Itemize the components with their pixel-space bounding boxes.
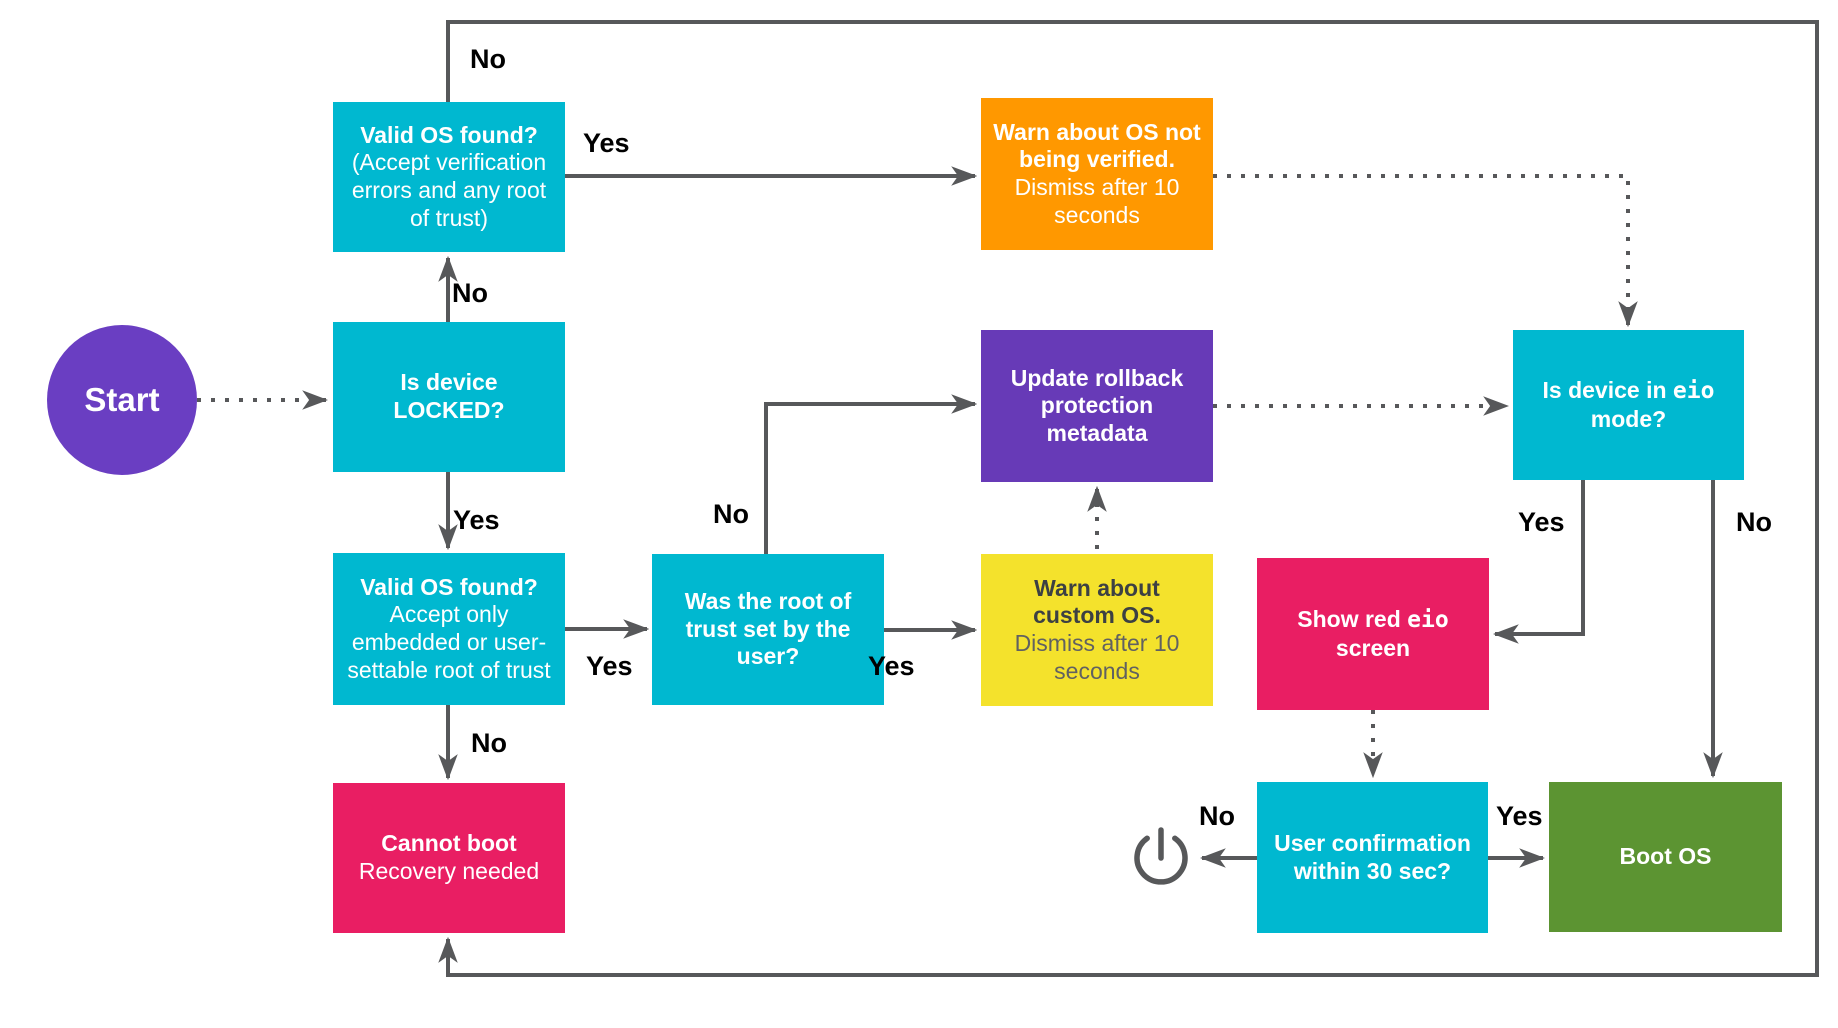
eio-mono-text: eio <box>1407 606 1449 633</box>
node-title: Warn about custom OS. <box>1033 574 1161 629</box>
edge-unlocked-valid-no-loop <box>438 20 1819 977</box>
node-subtitle: Recovery needed <box>358 858 540 884</box>
node-title: Show red eio screen <box>1297 605 1449 661</box>
edge-label-locked-valid-yes: Yes <box>586 651 633 681</box>
node-title: Cannot boot <box>381 830 517 857</box>
node-was-root-user: Was the root of trust set by the user? <box>652 554 884 705</box>
node-is-eio-mode: Is device in eio mode? <box>1513 330 1744 480</box>
node-update-rollback: Update rollback protection metadata <box>981 330 1213 482</box>
edge-label-eio-no: No <box>1736 507 1772 537</box>
node-title: Valid OS found? <box>360 121 538 148</box>
node-title: User confirmation within 30 sec? <box>1274 829 1471 884</box>
edge-label-root-no: No <box>713 499 749 529</box>
node-title: Valid OS found? <box>360 573 538 600</box>
node-subtitle: Accept only embedded or user-settable ro… <box>347 601 551 683</box>
node-valid-os-unlocked: Valid OS found? (Accept verification err… <box>333 102 565 252</box>
edge-warn-to-eio <box>1213 174 1638 328</box>
eio-mono-text: eio <box>1672 377 1715 404</box>
node-start: Start <box>47 325 197 475</box>
node-user-confirmation: User confirmation within 30 sec? <box>1257 782 1488 933</box>
node-title: Boot OS <box>1619 843 1712 870</box>
edge-label-unlocked-valid-yes: Yes <box>583 128 630 158</box>
node-subtitle: Dismiss after 10 seconds <box>1014 174 1180 228</box>
edge-eio-yes <box>1492 480 1585 644</box>
node-title: Warn about OS not being verified. <box>993 118 1201 173</box>
edge-label-root-yes: Yes <box>868 651 915 681</box>
start-label: Start <box>84 381 160 418</box>
node-title: Was the root of trust set by the user? <box>684 588 852 670</box>
node-valid-os-locked: Valid OS found? Accept only embedded or … <box>333 553 565 705</box>
edge-label-unlocked-valid-no: No <box>470 44 506 74</box>
node-is-device-locked: Is device LOCKED? <box>333 322 565 472</box>
edge-label-eio-yes: Yes <box>1518 507 1565 537</box>
edge-label-confirm-no: No <box>1199 801 1235 831</box>
node-title: Is device in eio mode? <box>1542 376 1715 432</box>
node-subtitle: Dismiss after 10 seconds <box>1014 630 1180 684</box>
node-title: Update rollback protection metadata <box>1010 364 1184 446</box>
edge-label-locked-yes: Yes <box>453 505 500 535</box>
node-title: Is device LOCKED? <box>393 369 505 423</box>
node-warn-custom: Warn about custom OS. Dismiss after 10 s… <box>981 554 1213 706</box>
node-boot-os: Boot OS <box>1549 782 1782 932</box>
node-warn-not-verified: Warn about OS not being verified. Dismis… <box>981 98 1213 250</box>
node-show-red-eio: Show red eio screen <box>1257 558 1489 710</box>
edge-label-locked-no: No <box>452 278 488 308</box>
power-icon <box>1134 827 1188 885</box>
node-subtitle: (Accept verification errors and any root… <box>351 149 547 231</box>
edge-label-locked-valid-no: No <box>471 728 507 758</box>
edge-root-no <box>764 394 978 554</box>
edge-label-confirm-yes: Yes <box>1496 801 1543 831</box>
node-cannot-boot: Cannot boot Recovery needed <box>333 783 565 933</box>
